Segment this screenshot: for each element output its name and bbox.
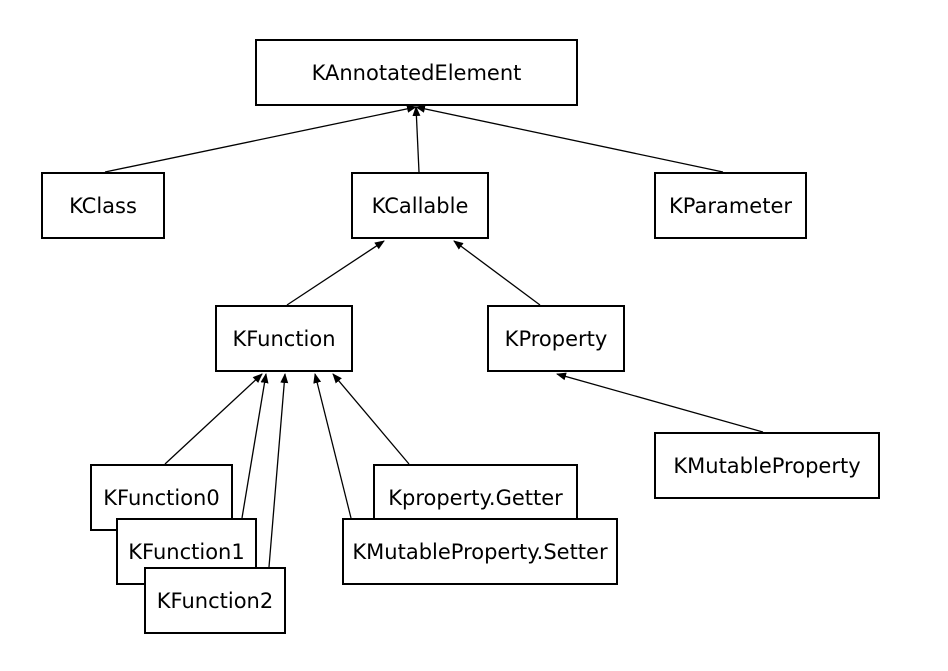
node-kannotated-element: KAnnotatedElement — [255, 39, 578, 106]
arrow-kmutable-property-to-kproperty — [556, 372, 764, 433]
node-kcallable: KCallable — [351, 172, 489, 239]
arrow-kparameter-to-kannotated-element — [415, 104, 724, 173]
arrow-kfunction1-to-kfunction — [241, 373, 269, 519]
arrow-kfunction-to-kcallable — [286, 240, 385, 306]
arrow-kfunction2-to-kfunction — [268, 373, 289, 568]
node-kparameter: KParameter — [654, 172, 807, 239]
node-kproperty: KProperty — [487, 305, 625, 372]
node-kfunction2: KFunction2 — [144, 567, 286, 634]
node-kfunction: KFunction — [215, 305, 353, 372]
arrow-kclass-to-kannotated-element — [104, 104, 417, 173]
arrow-kproperty-getter-to-kfunction — [332, 373, 410, 465]
arrow-kfunction0-to-kfunction — [164, 373, 263, 465]
node-kmutable-property-setter: KMutableProperty.Setter — [342, 518, 618, 585]
node-kclass: KClass — [41, 172, 165, 239]
arrow-kmutable-property-setter-to-kfunction — [313, 373, 352, 519]
arrow-kcallable-to-kannotated-element — [412, 106, 421, 173]
arrow-kproperty-to-kcallable — [453, 240, 541, 306]
node-kmutable-property: KMutableProperty — [654, 432, 880, 499]
